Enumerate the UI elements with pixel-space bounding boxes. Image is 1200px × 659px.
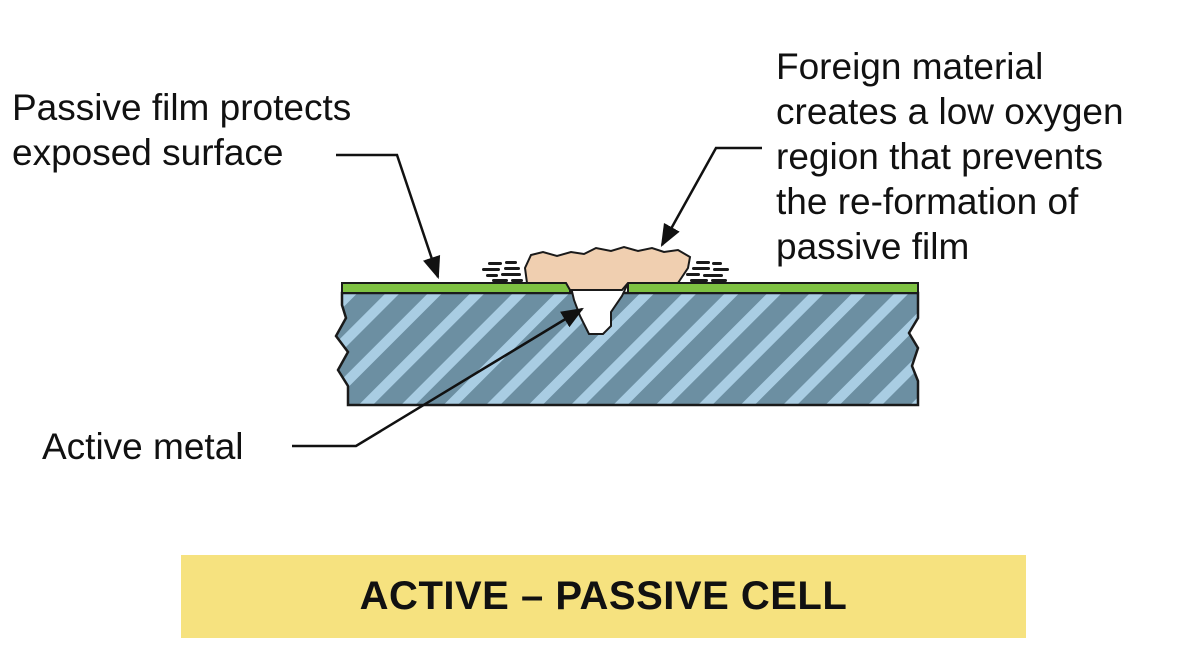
foreign-material-deposit	[523, 245, 692, 291]
passive-film-label-line-1: Passive film protects	[12, 87, 352, 128]
metal-substrate	[334, 291, 920, 407]
foreign-material-label-line-5: passive film	[776, 226, 970, 267]
foreign-material-leader-arrow	[660, 146, 762, 247]
passive-film-label: Passive film protects exposed surface	[12, 85, 351, 175]
foreign-material-label-line-4: the re-formation of	[776, 181, 1079, 222]
debris-right	[686, 261, 729, 282]
diagram-title: ACTIVE – PASSIVE CELL	[359, 574, 848, 618]
debris-left	[482, 261, 523, 282]
passive-film-layer-right	[627, 282, 919, 294]
passive-film-label-line-2: exposed surface	[12, 132, 284, 173]
passive-film-layer-left	[341, 282, 571, 294]
foreign-material-label-line-3: region that prevents	[776, 136, 1104, 177]
title-banner: ACTIVE – PASSIVE CELL	[181, 555, 1026, 638]
active-metal-label: Active metal	[42, 426, 244, 467]
active-metal-leader-arrow	[292, 307, 584, 448]
foreign-material-label: Foreign material creates a low oxygen re…	[776, 44, 1124, 269]
foreign-material-label-line-1: Foreign material	[776, 46, 1044, 87]
passive-film-leader-arrow	[336, 153, 441, 280]
foreign-material-label-line-2: creates a low oxygen	[776, 91, 1124, 132]
